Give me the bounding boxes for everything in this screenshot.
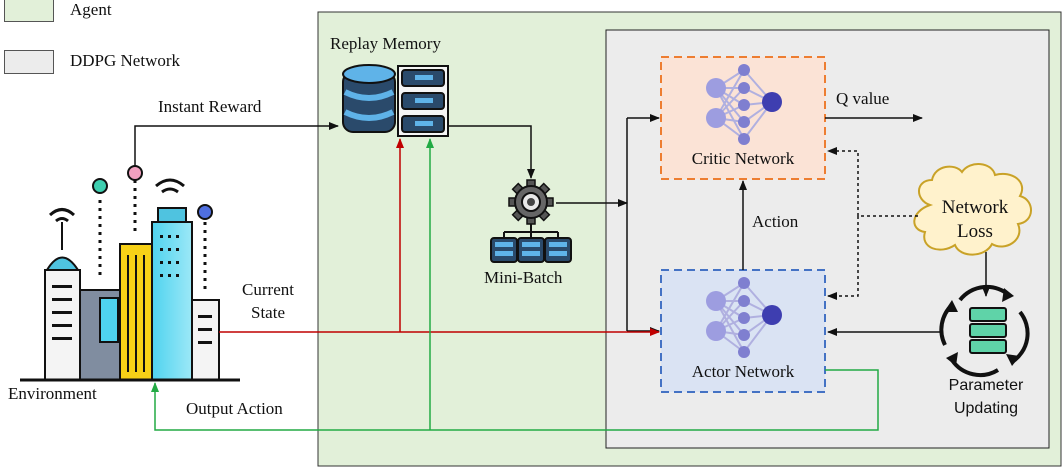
- instant-reward-label: Instant Reward: [158, 97, 262, 116]
- legend-swatch-agent: [4, 0, 54, 22]
- network-loss-label-1: Network: [941, 197, 1009, 218]
- cloud-icon: [913, 163, 1032, 256]
- replay-memory-label: Replay Memory: [330, 34, 441, 53]
- neural-net-icon: [706, 277, 782, 358]
- loss-to-critic-arrow: [827, 147, 918, 217]
- loss-to-actor-arrow: [827, 216, 859, 300]
- q-value-label: Q value: [836, 89, 890, 108]
- legend-swatch-ddpg: [4, 50, 54, 74]
- actor-network-label: Actor Network: [691, 362, 795, 381]
- instant-reward-arrow: [134, 122, 339, 166]
- parameter-updating-label-2: Updating: [953, 400, 1019, 417]
- parameter-updating-label-1: Parameter: [948, 377, 1024, 394]
- environment-label: Environment: [8, 384, 97, 403]
- current-state-label-1: Current: [242, 280, 294, 299]
- output-action-label: Output Action: [186, 399, 283, 418]
- city-icon: [20, 165, 240, 382]
- action-label: Action: [752, 212, 799, 231]
- legend-label-ddpg: DDPG Network: [70, 51, 181, 70]
- server-icon: [397, 65, 449, 137]
- output-action-arrow: [151, 369, 879, 431]
- mini-batch-icon: [490, 224, 572, 263]
- cycle-icon: [939, 284, 1030, 378]
- database-icon: [342, 64, 396, 133]
- network-loss-label-2: Loss: [957, 221, 993, 242]
- replay-to-batch-arrow: [448, 125, 535, 179]
- critic-network-label: Critic Network: [691, 149, 795, 168]
- mini-batch-label: Mini-Batch: [484, 268, 563, 287]
- gear-icon: [508, 179, 554, 225]
- current-state-label-2: State: [251, 303, 285, 322]
- legend-label-agent: Agent: [70, 0, 112, 19]
- neural-net-icon: [706, 64, 782, 145]
